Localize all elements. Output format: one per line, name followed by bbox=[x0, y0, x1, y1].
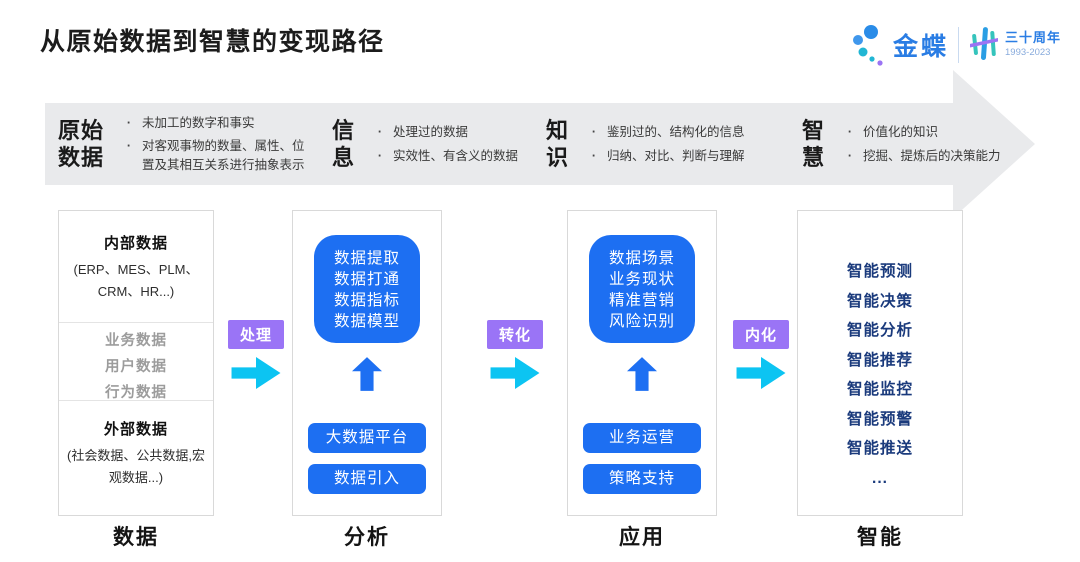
intelligence-item: 智能分析 bbox=[846, 322, 913, 339]
logo-divider bbox=[958, 27, 960, 63]
analysis-capability: 数据打通 bbox=[333, 271, 400, 288]
intelligence-item-ellipsis: ... bbox=[872, 469, 888, 487]
bullet-dot-icon bbox=[837, 147, 863, 165]
data-import-chip: 数据引入 bbox=[308, 464, 426, 494]
thirty-anniversary-mark-icon bbox=[970, 27, 999, 60]
stage-arrow-banner bbox=[45, 70, 1035, 218]
stage-points: 价值化的知识 挖掘、提炼后的决策能力 bbox=[837, 123, 1015, 164]
intelligence-item: 智能预测 bbox=[846, 263, 913, 280]
point-text: 对客观事物的数量、属性、位置及其相互关系进行抽象表示 bbox=[142, 139, 305, 172]
stage-wisdom: 智慧 价值化的知识 挖掘、提炼后的决策能力 bbox=[802, 103, 1015, 185]
point-text: 价值化的知识 bbox=[863, 125, 939, 140]
application-scenario: 精准营销 bbox=[608, 292, 675, 309]
stage-point: 实效性、有含义的数据 bbox=[367, 147, 539, 165]
stage-term: 信息 bbox=[332, 117, 356, 171]
stage-point: 对客观事物的数量、属性、位置及其相互关系进行抽象表示 bbox=[116, 137, 312, 173]
connector-internalize: 内化 bbox=[729, 320, 793, 389]
stage-point: 归纳、对比、判断与理解 bbox=[581, 147, 759, 165]
stage-point: 处理过的数据 bbox=[367, 123, 539, 141]
up-arrow-icon bbox=[627, 357, 657, 391]
stage-raw-data: 原始数据 未加工的数字和事实 对客观事物的数量、属性、位置及其相互关系进行抽象表… bbox=[58, 103, 312, 185]
strategy-support-chip: 策略支持 bbox=[583, 464, 701, 494]
bullet-dot-icon bbox=[367, 123, 393, 141]
kingdee-dots-icon bbox=[853, 25, 883, 66]
stage-term: 智慧 bbox=[802, 117, 826, 171]
analysis-column-card: 数据提取 数据打通 数据指标 数据模型 大数据平台 数据引入 bbox=[292, 210, 442, 516]
point-text: 未加工的数字和事实 bbox=[142, 116, 255, 131]
up-arrow-icon bbox=[352, 357, 382, 391]
middle-data-section: 业务数据 用户数据 行为数据 bbox=[59, 322, 213, 401]
stage-point: 未加工的数字和事实 bbox=[116, 114, 312, 132]
application-scenario: 数据场景 bbox=[608, 250, 675, 267]
process-label: 处理 bbox=[227, 320, 284, 349]
application-scenarios-box: 数据场景 业务现状 精准营销 风险识别 bbox=[589, 235, 695, 343]
right-arrow-icon bbox=[736, 357, 786, 389]
brand-name: 金蝶 bbox=[893, 33, 950, 61]
point-text: 归纳、对比、判断与理解 bbox=[607, 148, 745, 163]
point-text: 实效性、有含义的数据 bbox=[393, 148, 519, 163]
external-data-sources: (社会数据、公共数据,宏观数据...) bbox=[67, 448, 205, 485]
bullet-dot-icon bbox=[116, 137, 142, 173]
analysis-capability: 数据指标 bbox=[333, 292, 400, 309]
intelligence-item: 智能监控 bbox=[846, 381, 913, 398]
external-data-section: 外部数据 (社会数据、公共数据,宏观数据...) bbox=[59, 400, 213, 489]
transform-label: 转化 bbox=[486, 320, 543, 349]
right-arrow-icon bbox=[490, 357, 540, 389]
anniversary-years: 1993-2023 bbox=[1005, 47, 1051, 58]
footer-label-intelligence: 智能 bbox=[857, 526, 903, 549]
kingdee-logo: 金蝶 三十周年 1993-2023 bbox=[852, 18, 1061, 72]
stage-knowledge: 知识 鉴别过的、结构化的信息 归纳、对比、判断与理解 bbox=[546, 103, 759, 185]
intelligence-item: 智能决策 bbox=[846, 292, 913, 310]
bullet-dot-icon bbox=[837, 123, 863, 141]
footer-label-data: 数据 bbox=[113, 526, 159, 549]
connector-transform: 转化 bbox=[483, 320, 547, 389]
bullet-dot-icon bbox=[116, 114, 142, 132]
stage-point: 鉴别过的、结构化的信息 bbox=[581, 123, 759, 141]
data-column-card: 内部数据 (ERP、MES、PLM、CRM、HR...) 业务数据 用户数据 行… bbox=[58, 210, 214, 516]
point-text: 鉴别过的、结构化的信息 bbox=[607, 125, 745, 140]
data-type-item: 行为数据 bbox=[105, 385, 167, 401]
page-title: 从原始数据到智慧的变现路径 bbox=[40, 28, 385, 56]
application-scenario: 风险识别 bbox=[608, 313, 675, 330]
right-arrow-icon bbox=[231, 357, 281, 389]
intelligence-item: 智能预警 bbox=[846, 410, 913, 428]
internalize-label: 内化 bbox=[732, 320, 789, 349]
analysis-capabilities-box: 数据提取 数据打通 数据指标 数据模型 bbox=[314, 235, 420, 343]
internal-data-section: 内部数据 (ERP、MES、PLM、CRM、HR...) bbox=[59, 211, 213, 322]
intelligence-column-card: 智能预测 智能决策 智能分析 智能推荐 智能监控 智能预警 智能推送 ... bbox=[797, 210, 963, 516]
anniversary-block: 三十周年 1993-2023 bbox=[1005, 30, 1062, 59]
external-data-title: 外部数据 bbox=[103, 421, 168, 438]
point-text: 挖掘、提炼后的决策能力 bbox=[863, 148, 1001, 163]
anniversary-label: 三十周年 bbox=[1005, 30, 1062, 46]
stage-points: 鉴别过的、结构化的信息 归纳、对比、判断与理解 bbox=[581, 123, 759, 164]
footer-label-application: 应用 bbox=[619, 526, 665, 549]
stage-term: 原始数据 bbox=[58, 117, 105, 171]
intelligence-item: 智能推荐 bbox=[846, 351, 913, 369]
stage-point: 价值化的知识 bbox=[837, 123, 1015, 141]
bullet-dot-icon bbox=[367, 147, 393, 165]
footer-label-analysis: 分析 bbox=[344, 526, 390, 549]
stage-points: 处理过的数据 实效性、有含义的数据 bbox=[367, 123, 539, 164]
analysis-capability: 数据提取 bbox=[333, 250, 400, 267]
application-scenario: 业务现状 bbox=[608, 271, 675, 288]
big-data-platform-chip: 大数据平台 bbox=[308, 423, 426, 453]
bullet-dot-icon bbox=[581, 123, 607, 141]
connector-process: 处理 bbox=[224, 320, 288, 389]
data-type-item: 用户数据 bbox=[105, 359, 167, 375]
point-text: 处理过的数据 bbox=[393, 125, 469, 140]
internal-data-systems: (ERP、MES、PLM、CRM、HR...) bbox=[73, 262, 199, 299]
stage-points: 未加工的数字和事实 对客观事物的数量、属性、位置及其相互关系进行抽象表示 bbox=[116, 114, 312, 173]
bullet-dot-icon bbox=[581, 147, 607, 165]
internal-data-title: 内部数据 bbox=[103, 235, 168, 252]
stage-point: 挖掘、提炼后的决策能力 bbox=[837, 147, 1015, 165]
stage-term: 知识 bbox=[546, 117, 570, 171]
intelligence-item: 智能推送 bbox=[846, 440, 913, 457]
analysis-capability: 数据模型 bbox=[333, 313, 400, 330]
application-column-card: 数据场景 业务现状 精准营销 风险识别 业务运营 策略支持 bbox=[567, 210, 717, 516]
stage-information: 信息 处理过的数据 实效性、有含义的数据 bbox=[332, 103, 539, 185]
data-type-item: 业务数据 bbox=[105, 333, 167, 349]
business-operation-chip: 业务运营 bbox=[583, 423, 701, 453]
